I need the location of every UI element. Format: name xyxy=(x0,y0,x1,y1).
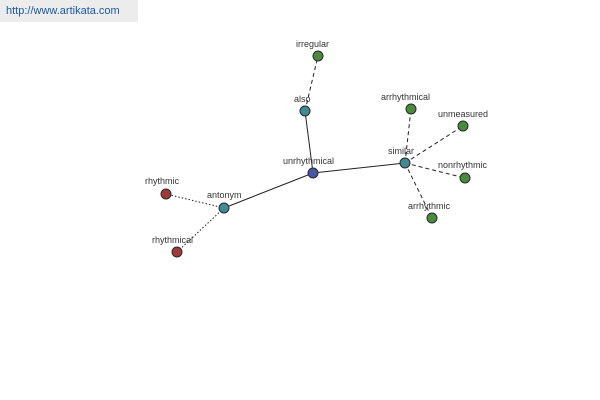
node-unmeasured[interactable]: unmeasured xyxy=(438,109,488,132)
node-label-similar: similar xyxy=(388,146,414,156)
node-dot-arrhythmic[interactable] xyxy=(426,212,438,224)
node-label-unmeasured: unmeasured xyxy=(438,109,488,119)
node-label-also: also xyxy=(294,94,311,104)
node-dot-unmeasured[interactable] xyxy=(457,120,469,132)
node-also[interactable]: also xyxy=(294,94,311,117)
edge-unrhythmical-also xyxy=(304,110,314,174)
node-label-rhythmical: rhythmical xyxy=(152,235,193,245)
node-dot-also[interactable] xyxy=(299,105,311,117)
node-label-arrhythmical: arrhythmical xyxy=(381,92,430,102)
node-dot-similar[interactable] xyxy=(399,157,411,169)
node-irregular[interactable]: irregular xyxy=(296,39,329,62)
edge-similar-arrhythmic xyxy=(404,162,433,219)
edge-also-irregular xyxy=(304,55,319,112)
node-antonym[interactable]: antonym xyxy=(207,190,242,214)
edge-antonym-rhythmical xyxy=(176,207,225,253)
node-dot-antonym[interactable] xyxy=(218,202,230,214)
edge-unrhythmical-similar xyxy=(312,162,406,174)
node-dot-rhythmical[interactable] xyxy=(171,246,183,258)
node-rhythmical[interactable]: rhythmical xyxy=(152,235,193,258)
node-dot-unrhythmical[interactable] xyxy=(307,167,319,179)
edge-unrhythmical-antonym xyxy=(223,172,314,209)
edge-similar-unmeasured xyxy=(404,125,464,164)
node-label-rhythmic: rhythmic xyxy=(145,176,180,186)
node-dot-rhythmic[interactable] xyxy=(160,188,172,200)
node-similar[interactable]: similar xyxy=(388,146,414,169)
node-rhythmic[interactable]: rhythmic xyxy=(145,176,180,200)
node-label-antonym: antonym xyxy=(207,190,242,200)
edges-layer xyxy=(165,55,466,253)
node-nonrhythmic[interactable]: nonrhythmic xyxy=(438,160,488,184)
node-dot-nonrhythmic[interactable] xyxy=(459,172,471,184)
nodes-layer: unrhythmical also irregular similar arrhythm… xyxy=(145,39,488,258)
node-label-arrhythmic: arrhythmic xyxy=(408,201,451,211)
node-label-irregular: irregular xyxy=(296,39,329,49)
edge-antonym-rhythmic xyxy=(165,193,225,209)
node-arrhythmical[interactable]: arrhythmical xyxy=(381,92,430,115)
node-label-unrhythmical: unrhythmical xyxy=(283,156,334,166)
source-url-banner[interactable]: http://www.artikata.com xyxy=(0,0,138,22)
node-unrhythmical[interactable]: unrhythmical xyxy=(283,156,334,179)
node-label-nonrhythmic: nonrhythmic xyxy=(438,160,488,170)
edge-similar-nonrhythmic xyxy=(404,162,466,179)
edge-similar-arrhythmical xyxy=(404,108,412,164)
node-dot-arrhythmical[interactable] xyxy=(405,103,417,115)
node-arrhythmic[interactable]: arrhythmic xyxy=(408,201,451,224)
node-dot-irregular[interactable] xyxy=(312,50,324,62)
